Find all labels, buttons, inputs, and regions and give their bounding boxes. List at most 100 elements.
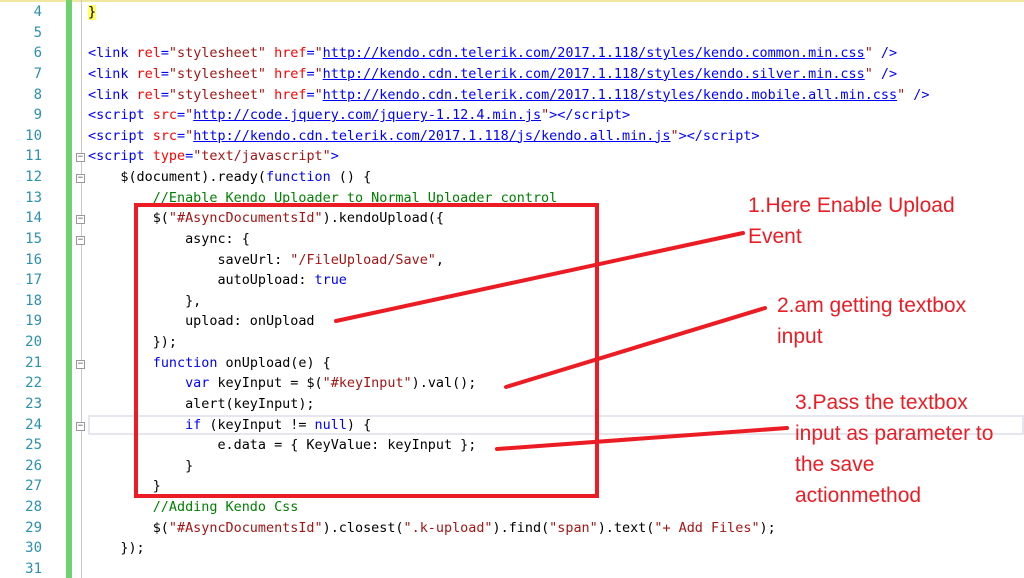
collapse-icon[interactable]: −: [76, 420, 85, 431]
line-number: 29: [25, 519, 42, 536]
collapse-icon[interactable]: −: [76, 234, 85, 245]
code-token-attr: type: [152, 149, 186, 165]
code-line[interactable]: });: [88, 539, 145, 559]
collapse-icon[interactable]: −: [76, 152, 85, 163]
code-token-plain: saveUrl:: [88, 252, 291, 268]
code-token-str: ": [314, 66, 323, 82]
line-number: 22: [25, 375, 42, 392]
code-line[interactable]: <script src="http://code.jquery.com/jque…: [88, 106, 630, 126]
code-line[interactable]: alert(keyInput);: [88, 395, 314, 415]
code-token-str: ": [670, 128, 679, 144]
code-line[interactable]: async: {: [88, 230, 250, 250]
code-token-str: "text/javascript": [193, 149, 331, 165]
code-token-kw: true: [314, 273, 347, 289]
code-line[interactable]: <script type="text/javascript">: [88, 147, 339, 167]
code-line[interactable]: var keyInput = $("#keyInput").val();: [88, 374, 476, 394]
code-line[interactable]: $("#AsyncDocumentsId").closest(".k-uploa…: [88, 519, 776, 539]
annotation-text: 3.Pass the textbox: [795, 391, 968, 414]
code-token-tag: <script: [88, 108, 153, 124]
code-line[interactable]: });: [88, 333, 177, 353]
annotation-line-2: [504, 306, 767, 389]
code-line[interactable]: function onUpload(e) {: [88, 354, 331, 374]
code-token-plain: $(: [88, 211, 169, 227]
code-line[interactable]: $("#AsyncDocumentsId").kendoUpload({: [88, 209, 444, 229]
code-line[interactable]: <link rel="stylesheet" href="http://kend…: [88, 86, 929, 106]
code-line[interactable]: <link rel="stylesheet" href="http://kend…: [88, 65, 897, 85]
code-token-tag: =: [306, 46, 315, 62]
code-token-str: ": [185, 128, 194, 144]
code-line[interactable]: autoUpload: true: [88, 271, 347, 291]
line-number: 13: [25, 189, 42, 206]
code-line[interactable]: //Enable Kendo Uploader to Normal Upload…: [88, 189, 558, 209]
code-token-kw: null: [314, 417, 347, 433]
code-token-str: ".k-upload": [403, 520, 493, 536]
annotation-text: Event: [748, 225, 802, 248]
annotation-note-1: 1.Here Enable Upload Event: [748, 190, 955, 252]
code-token-str: "stylesheet": [168, 46, 267, 62]
line-number: 28: [25, 499, 42, 516]
code-token-str: "#AsyncDocumentsId": [168, 520, 323, 536]
line-number: 30: [25, 540, 42, 557]
line-number: 17: [25, 272, 42, 289]
collapse-icon[interactable]: −: [76, 173, 85, 184]
code-token-url[interactable]: http://kendo.cdn.telerik.com/2017.1.118/…: [322, 46, 865, 62]
line-number: 16: [25, 251, 42, 268]
code-line[interactable]: <script src="http://kendo.cdn.telerik.co…: [88, 127, 760, 147]
code-token-plain: $(document).ready(: [88, 170, 266, 186]
code-token-str: ": [897, 87, 906, 103]
code-token-url[interactable]: http://code.jquery.com/jquery-1.12.4.min…: [193, 108, 542, 124]
code-token-plain: });: [88, 541, 145, 557]
code-token-str: "#keyInput": [322, 376, 412, 392]
code-line[interactable]: upload: onUpload: [88, 312, 315, 332]
code-token-tag: >: [330, 149, 339, 165]
line-number: 20: [25, 334, 42, 351]
code-line[interactable]: e.data = { KeyValue: keyInput };: [88, 436, 476, 456]
code-token-str: "stylesheet": [168, 66, 267, 82]
line-number: 25: [25, 437, 42, 454]
code-token-plain: },: [88, 293, 202, 309]
code-token-str: "span": [549, 520, 598, 536]
code-token-kw: function: [152, 355, 218, 371]
code-token-tag: =: [160, 87, 169, 103]
collapse-icon[interactable]: −: [76, 214, 85, 225]
code-token-url[interactable]: http://kendo.cdn.telerik.com/2017.1.118/…: [322, 87, 898, 103]
code-token-url[interactable]: http://kendo.cdn.telerik.com/2017.1.118/…: [193, 128, 671, 144]
code-token-attr: src: [152, 128, 178, 144]
code-token-tag: ></script>: [549, 108, 631, 124]
line-number: 21: [25, 354, 42, 371]
code-token-str: ": [314, 87, 323, 103]
code-line[interactable]: }: [88, 3, 97, 23]
annotation-text: 2.am getting textbox: [777, 294, 967, 317]
code-line[interactable]: saveUrl: "/FileUpload/Save",: [88, 251, 444, 271]
code-line[interactable]: },: [88, 292, 201, 312]
code-line[interactable]: }: [88, 477, 161, 497]
line-number: 23: [25, 395, 42, 412]
code-token-tag: />: [905, 87, 930, 103]
code-token-plain: ) {: [346, 417, 372, 433]
code-line[interactable]: }: [88, 457, 193, 477]
code-token-url[interactable]: http://kendo.cdn.telerik.com/2017.1.118/…: [322, 66, 865, 82]
annotation-text: 1.Here Enable Upload: [748, 194, 955, 217]
current-line-highlight: [88, 415, 1024, 435]
code-line[interactable]: $(document).ready(function () {: [88, 168, 371, 188]
code-line[interactable]: if (keyInput != null) {: [88, 416, 371, 436]
code-token-cmt: //Enable Kendo Uploader to Normal Upload…: [88, 190, 558, 206]
code-token-attr: rel: [136, 66, 161, 82]
collapse-icon[interactable]: −: [76, 358, 85, 369]
code-token-kw: function: [265, 170, 331, 186]
editor-top-border: [0, 0, 1024, 2]
code-token-tag: =: [160, 46, 169, 62]
code-token-plain: ).kendoUpload({: [322, 211, 444, 227]
code-token-tag: =: [177, 108, 186, 124]
code-token-plain: upload: onUpload: [88, 314, 315, 330]
code-token-plain: autoUpload:: [88, 273, 315, 289]
code-line[interactable]: <link rel="stylesheet" href="http://kend…: [88, 44, 897, 64]
code-token-kw: var: [185, 376, 210, 392]
code-token-plain: ).text(: [597, 520, 655, 536]
code-line[interactable]: //Adding Kendo Css: [88, 498, 299, 518]
code-token-attr: href: [274, 66, 307, 82]
code-token-tag: <script: [88, 149, 153, 165]
code-token-str: ": [864, 46, 873, 62]
code-token-attr: rel: [136, 87, 161, 103]
code-token-str: "stylesheet": [168, 87, 267, 103]
